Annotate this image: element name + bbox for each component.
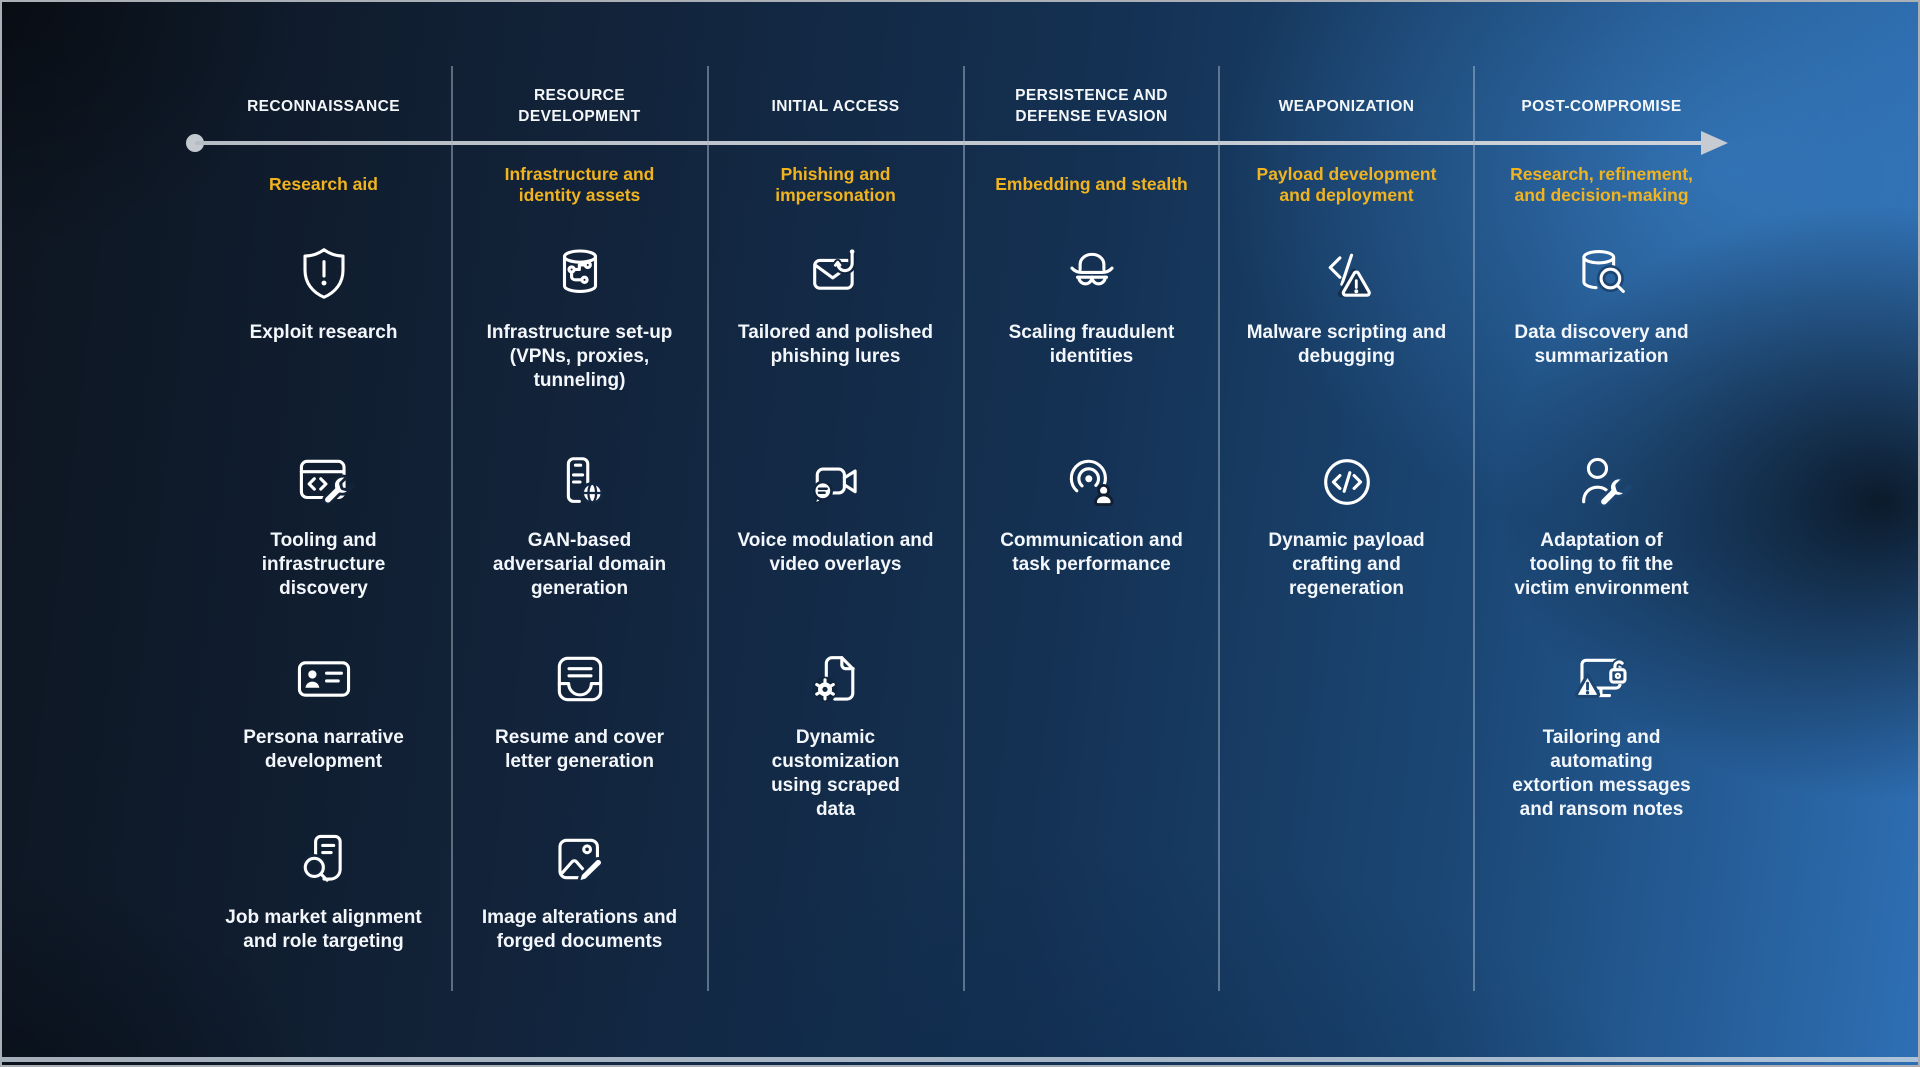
stage-item-label: Tooling and infrastructure discovery xyxy=(261,530,386,599)
stage-item-label: Dynamic payload crafting and regeneratio… xyxy=(1268,530,1425,599)
stage-item: Data discovery and summarization xyxy=(1474,243,1729,369)
stage-item-label: Malware scripting and debugging xyxy=(1246,322,1447,367)
stage-item-label: Dynamic customization using scraped data xyxy=(771,727,900,820)
stage-column-reconnaissance: RECONNAISSANCE Research aid Exploit rese… xyxy=(196,2,451,1065)
stage-column-post-compromise: POST-COMPROMISE Research, refinement, an… xyxy=(1474,2,1729,1065)
code-circle-icon xyxy=(1323,459,1370,505)
stage-item-label: Resume and cover letter generation xyxy=(495,727,664,772)
stage-header: WEAPONIZATION xyxy=(1278,97,1415,115)
image-edit-icon xyxy=(557,838,604,884)
stage-subtitle: Embedding and stealth xyxy=(995,174,1188,195)
stage-item-label: Tailoring and automating extortion messa… xyxy=(1512,727,1691,820)
stage-column-resource-development: RESOURCE DEVELOPMENT Infrastructure and … xyxy=(452,2,707,1065)
stage-item: GAN-based adversarial domain generation xyxy=(452,451,707,601)
stage-item: Tooling and infrastructure discovery xyxy=(196,451,451,601)
stage-item: Malware scripting and debugging xyxy=(1219,243,1474,369)
column-divider xyxy=(963,66,965,991)
stage-subtitle: Research aid xyxy=(269,174,378,195)
column-divider xyxy=(1473,66,1475,991)
stage-item: Communication and task performance xyxy=(964,451,1219,577)
stage-item-label: Communication and task performance xyxy=(1000,530,1183,575)
stage-item: Scaling fraudulent identities xyxy=(964,243,1219,369)
stage-item: Resume and cover letter generation xyxy=(452,648,707,774)
bottom-accent-strip xyxy=(2,1057,1918,1062)
stage-subtitle: Research, refinement, and decision-makin… xyxy=(1510,163,1693,206)
stage-item: Persona narrative development xyxy=(196,648,451,774)
stage-column-persistence-and-defense-evasion: PERSISTENCE AND DEFENSE EVASION Embeddin… xyxy=(964,2,1219,1065)
stage-item: Adaptation of tooling to fit the victim … xyxy=(1474,451,1729,601)
database-circuit-icon xyxy=(562,249,597,293)
stage-item: Dynamic customization using scraped data xyxy=(708,648,963,822)
stage-subtitle: Infrastructure and identity assets xyxy=(504,163,655,206)
stage-item: Dynamic payload crafting and regeneratio… xyxy=(1219,451,1474,601)
stage-header: RESOURCE DEVELOPMENT xyxy=(518,87,641,125)
stage-item: Infrastructure set-up (VPNs, proxies, tu… xyxy=(452,243,707,393)
stage-header: RECONNAISSANCE xyxy=(247,97,400,115)
document-gear-icon xyxy=(811,656,855,702)
stage-item-label: Persona narrative development xyxy=(243,727,404,772)
phone-globe-icon xyxy=(566,457,603,505)
stage-item-label: Adaptation of tooling to fit the victim … xyxy=(1514,530,1689,599)
code-warning-icon xyxy=(1328,253,1371,298)
stage-header: POST-COMPROMISE xyxy=(1521,97,1682,115)
radar-person-icon xyxy=(1069,459,1113,507)
timeline-arrow-line xyxy=(195,141,1705,145)
database-search-icon xyxy=(1581,249,1625,293)
stage-item: Tailored and polished phishing lures xyxy=(708,243,963,369)
incognito-icon xyxy=(1069,252,1114,286)
stage-item-label: Infrastructure set-up (VPNs, proxies, tu… xyxy=(486,322,673,391)
stage-item-label: Job market alignment and role targeting xyxy=(225,907,422,952)
mail-inbox-icon xyxy=(557,656,602,702)
stage-subtitle: Phishing and impersonation xyxy=(775,163,896,206)
stage-item-label: Voice modulation and video overlays xyxy=(737,530,934,575)
stage-item-label: Exploit research xyxy=(249,322,398,343)
stage-header: PERSISTENCE AND DEFENSE EVASION xyxy=(1015,87,1168,125)
column-divider xyxy=(1218,66,1220,991)
document-search-icon xyxy=(300,834,342,882)
stage-item-label: Scaling fraudulent identities xyxy=(1008,322,1175,367)
column-divider xyxy=(707,66,709,991)
contact-card-icon xyxy=(297,661,350,697)
stage-column-initial-access: INITIAL ACCESS Phishing and impersonatio… xyxy=(708,2,963,1065)
stage-item: Image alterations and forged documents xyxy=(452,828,707,954)
video-camera-chat-icon xyxy=(812,467,857,505)
mail-phishing-hook-icon xyxy=(812,249,856,290)
stage-item: Voice modulation and video overlays xyxy=(708,451,963,577)
stage-subtitle: Payload development and deployment xyxy=(1256,163,1437,206)
browser-code-wrench-icon xyxy=(299,459,355,506)
stage-item-label: Data discovery and summarization xyxy=(1514,322,1689,367)
stage-item: Exploit research xyxy=(196,243,451,345)
shield-warning-icon xyxy=(302,248,345,299)
stage-header: INITIAL ACCESS xyxy=(771,97,900,115)
stage-item-label: GAN-based adversarial domain generation xyxy=(492,530,667,599)
stage-item-label: Tailored and polished phishing lures xyxy=(738,322,933,367)
stage-item: Tailoring and automating extortion messa… xyxy=(1474,648,1729,822)
stage-item: Job market alignment and role targeting xyxy=(196,828,451,954)
person-wrench-icon xyxy=(1581,457,1632,508)
stage-column-weaponization: WEAPONIZATION Payload development and de… xyxy=(1219,2,1474,1065)
column-divider xyxy=(451,66,453,991)
monitor-warning-lock-icon xyxy=(1574,658,1627,699)
timeline-arrow-head-icon xyxy=(1701,131,1728,155)
stage-item-label: Image alterations and forged documents xyxy=(481,907,678,952)
